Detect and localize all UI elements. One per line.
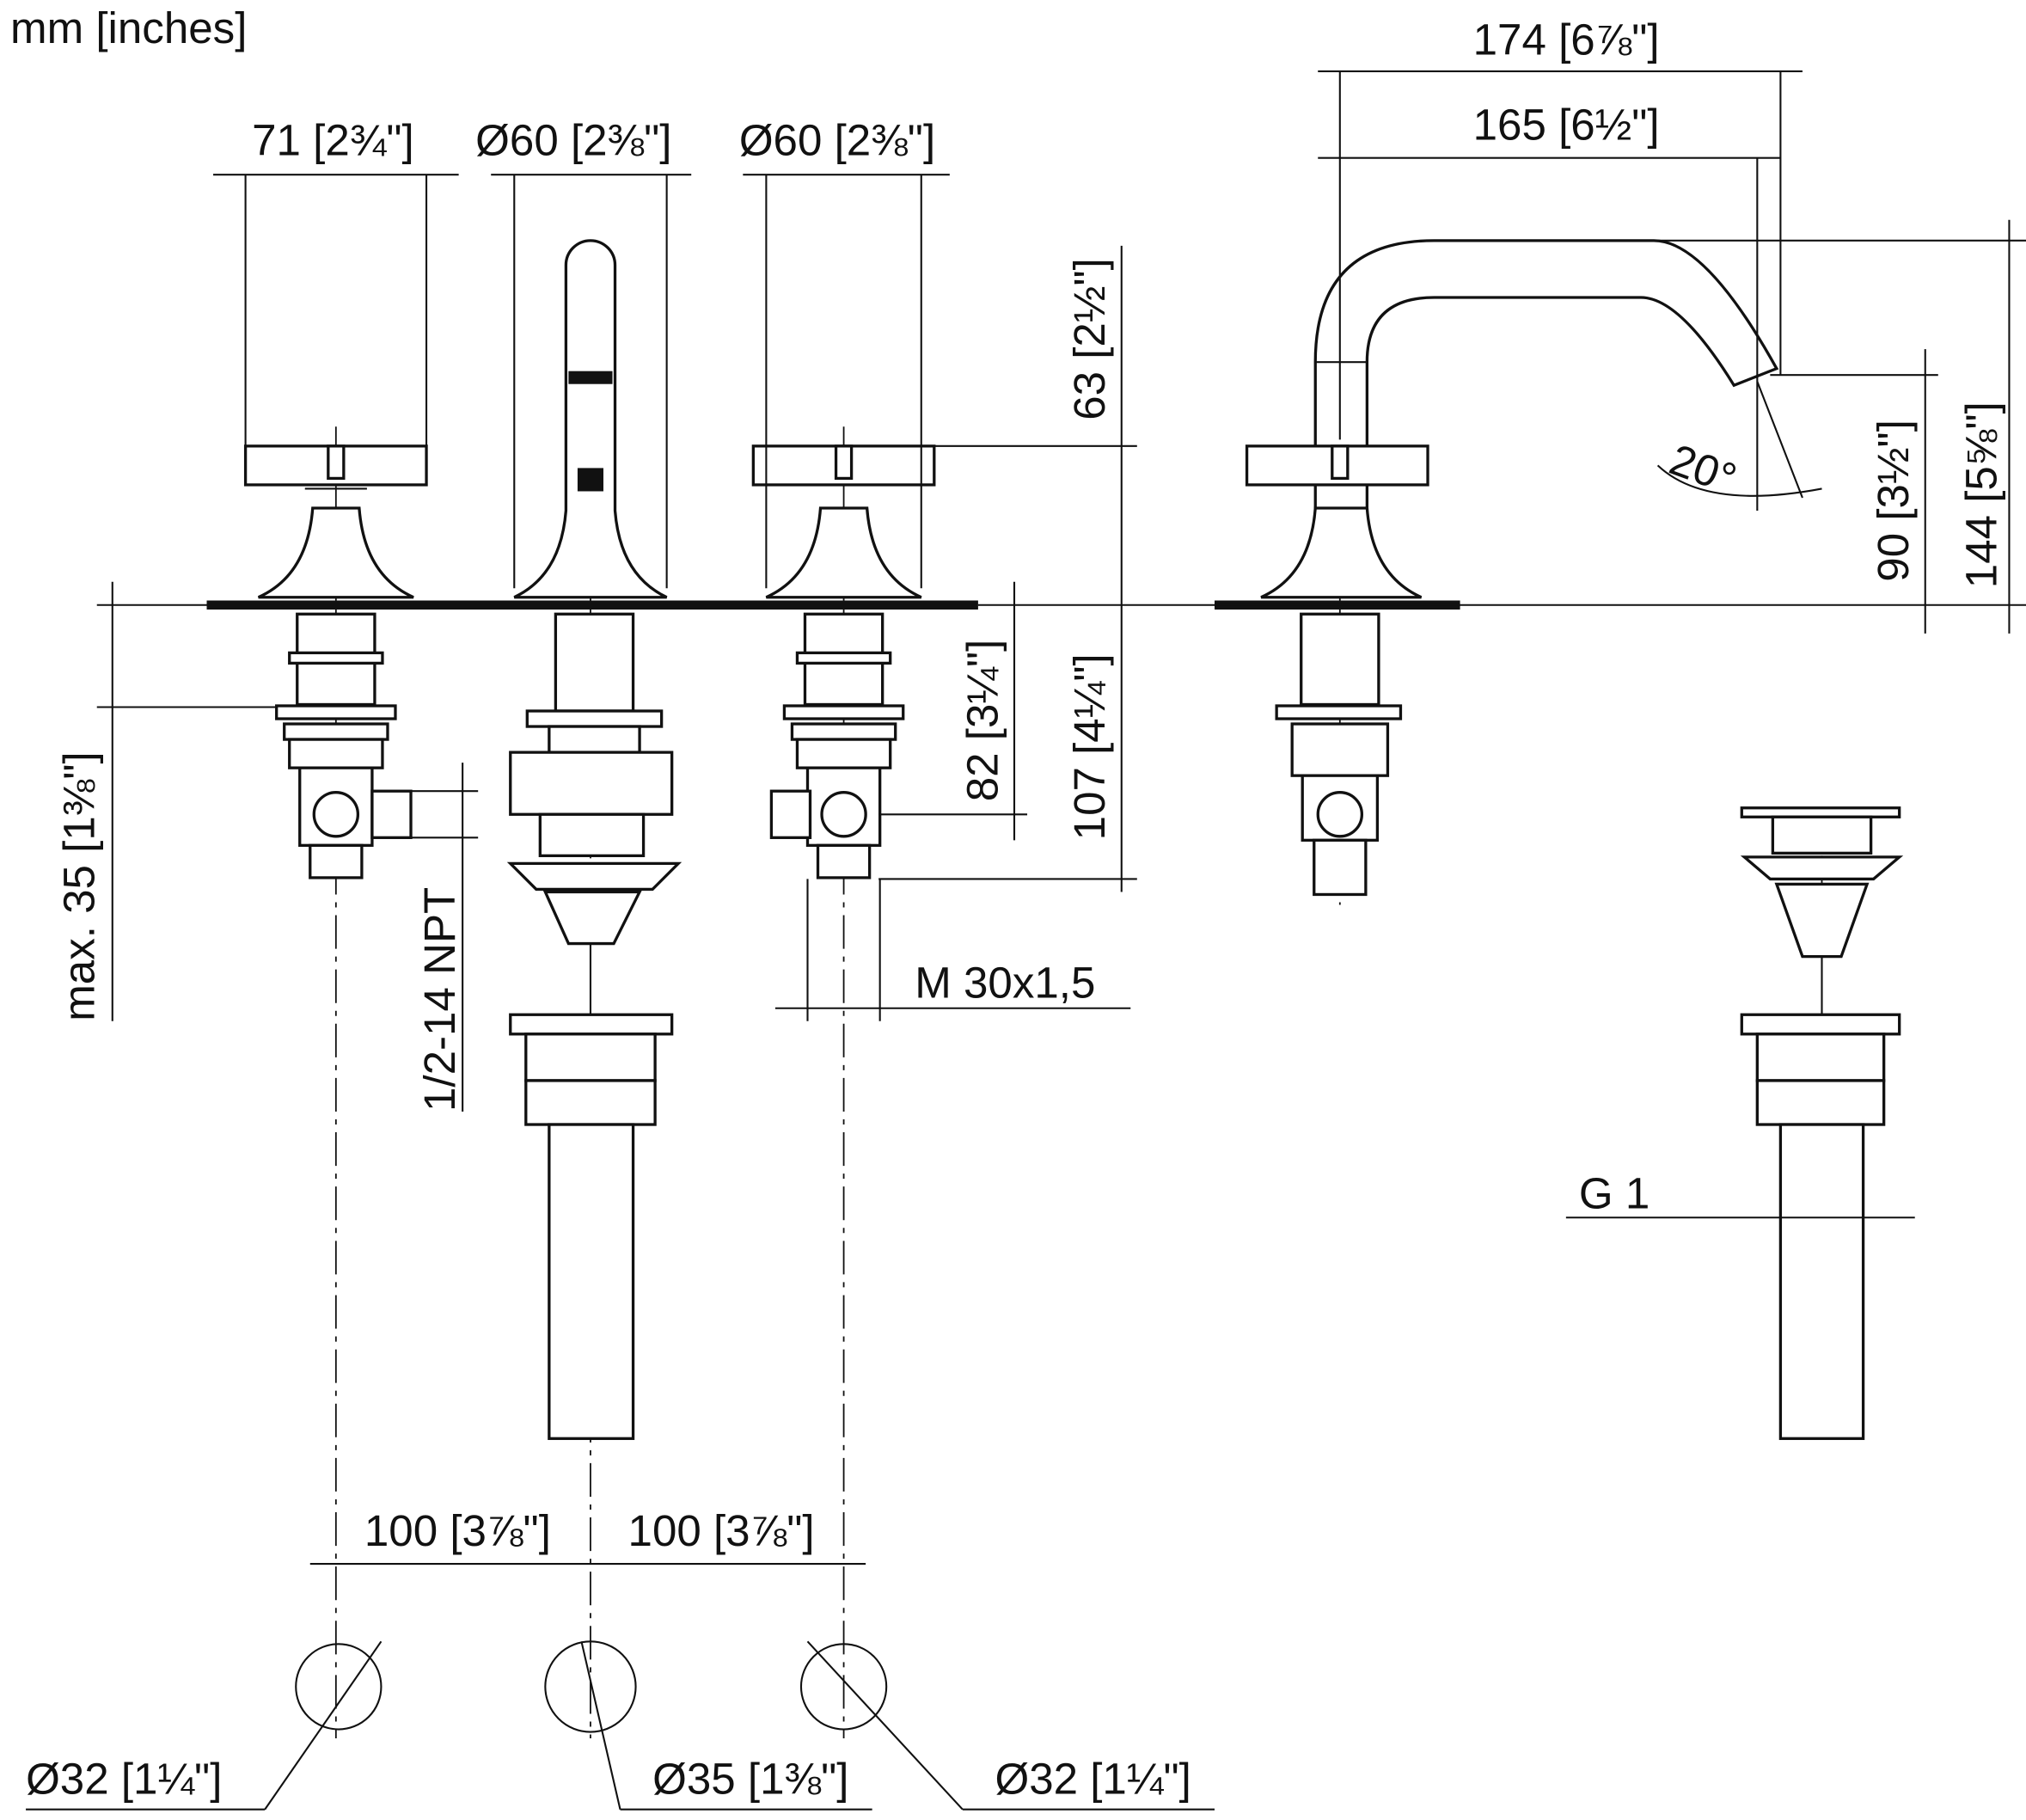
dim-spout-reach: 165 [6½"] (1473, 101, 1660, 150)
dimension-labels: 71 [2¾"] Ø60 [2⅜"] Ø60 [2⅜"] 174 [6⅞"] 1… (26, 15, 2005, 1803)
dimension-lines (96, 70, 2026, 1566)
dim-valve-depth: 107 [4¼"] (1065, 653, 1114, 840)
dim-handle-base-dia: Ø60 [2⅜"] (739, 116, 935, 165)
side-view (1214, 239, 1779, 897)
dim-handle-height: 63 [2½"] (1065, 258, 1114, 420)
dim-max-deck-thickness: max. 35 [1⅜"] (55, 751, 104, 1021)
dim-handle-width: 71 [2¾"] (252, 116, 414, 165)
dim-spout-angle: 20° (1663, 435, 1742, 504)
right-cross-handle (751, 444, 936, 599)
deck-holes (26, 1640, 1215, 1811)
left-cross-handle (243, 444, 428, 599)
dim-hole-center: Ø35 [1⅜"] (652, 1755, 848, 1804)
front-view (206, 239, 978, 1440)
dim-spacing-right: 100 [3⅞"] (628, 1506, 815, 1555)
dim-spout-base-dia: Ø60 [2⅜"] (475, 116, 671, 165)
dim-inlet-thread: 1/2-14 NPT (415, 887, 464, 1112)
right-valve-body (769, 612, 905, 879)
left-valve-body (275, 612, 413, 879)
dim-valve-thread: M 30x1,5 (915, 959, 1095, 1008)
spout (513, 239, 668, 599)
dim-spout-height: 144 [5⅝"] (1956, 401, 2005, 588)
dim-hole-right: Ø32 [1¼"] (995, 1755, 1191, 1804)
dim-spacing-left: 100 [3⅞"] (364, 1506, 551, 1555)
dim-drain-thread: G 1 (1579, 1169, 1650, 1218)
center-valve-body (506, 612, 682, 1440)
units-label: mm [inches] (10, 3, 247, 52)
dim-inlet-depth: 82 [3¼"] (958, 640, 1007, 802)
pop-up-drain (1740, 806, 1904, 1440)
dim-spout-reach-total: 174 [6⅞"] (1473, 15, 1660, 64)
dim-spout-outlet-height: 90 [3½"] (1869, 420, 1918, 582)
dim-hole-left: Ø32 [1¼"] (26, 1755, 222, 1804)
